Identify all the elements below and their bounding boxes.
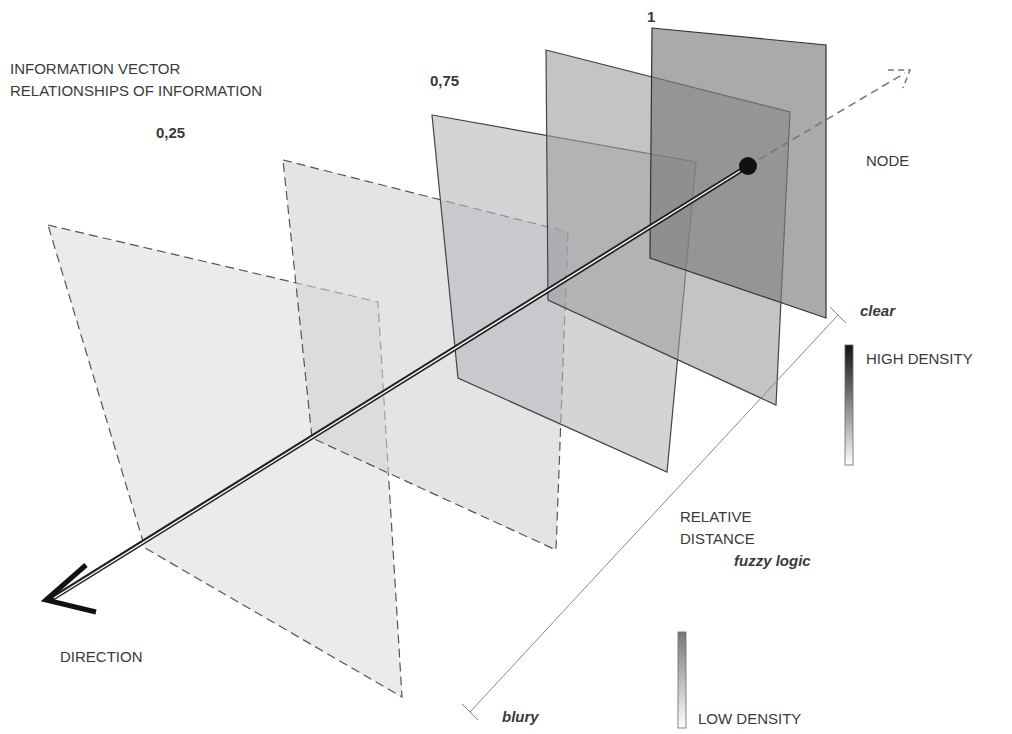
- label: HIGH DENSITY: [866, 348, 973, 370]
- vector-head: [46, 565, 96, 612]
- label: INFORMATION VECTOR: [10, 58, 180, 80]
- label: NODE: [866, 150, 909, 172]
- label: LOW DENSITY: [698, 708, 801, 730]
- label: RELATIVE DISTANCE: [680, 506, 772, 550]
- label: 0,25: [156, 122, 185, 144]
- label: clear: [860, 300, 895, 322]
- scale-tick: [462, 704, 478, 720]
- scale-tick: [830, 307, 846, 323]
- high-density-bar: [845, 345, 853, 465]
- label: DIRECTION: [60, 646, 143, 668]
- low-density-bar: [678, 632, 686, 728]
- node-dot: [739, 157, 757, 175]
- label: RELATIONSHIPS OF INFORMATION: [10, 80, 262, 102]
- label: fuzzy logic: [734, 550, 811, 572]
- label: 1: [647, 6, 655, 28]
- extension-head: [888, 70, 910, 88]
- label: blury: [502, 706, 539, 728]
- vector-shaft: [50, 166, 748, 600]
- label: 0,75: [430, 70, 459, 92]
- scale-line: [470, 315, 838, 712]
- vector-shaft-inner: [54, 171, 740, 598]
